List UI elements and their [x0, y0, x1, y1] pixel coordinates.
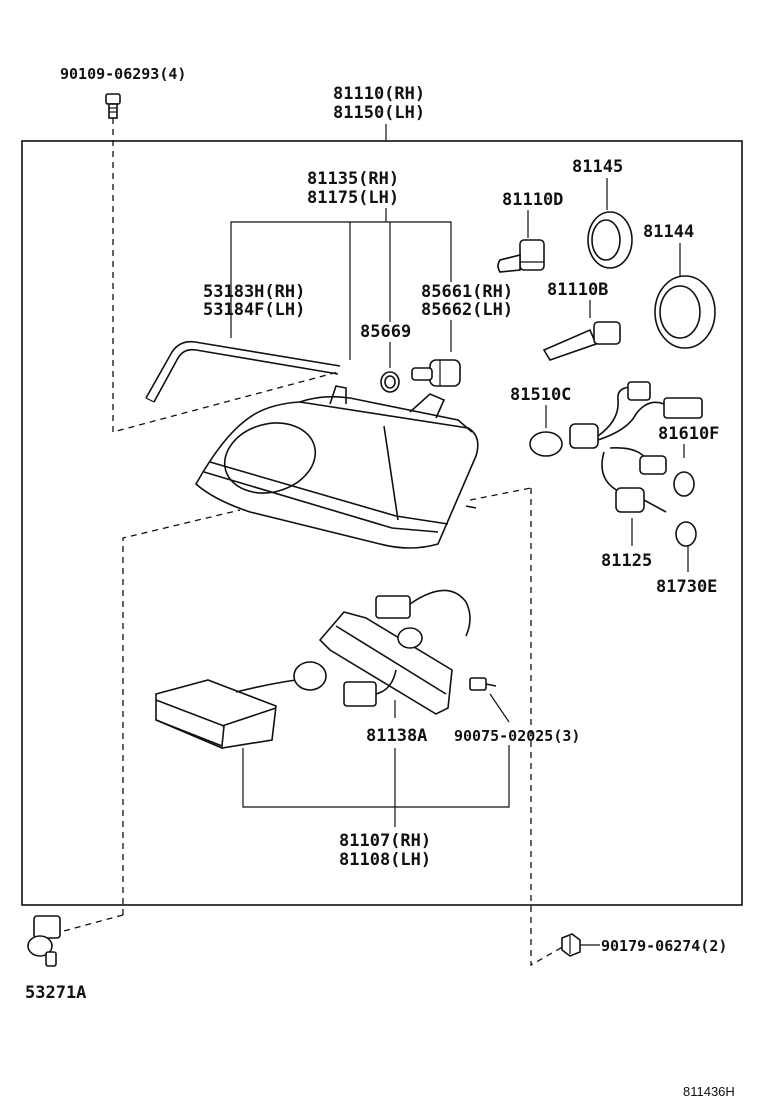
screw-90075-icon[interactable] — [469, 677, 497, 691]
label-bolt-top[interactable]: 90109-06293(4) — [60, 65, 186, 83]
label-bulb-e[interactable]: 81730E — [656, 577, 717, 597]
socket-harness-icon[interactable] — [569, 381, 703, 513]
socket-85661-icon[interactable] — [411, 359, 461, 387]
label-socket-rh[interactable]: 85661(RH) — [421, 282, 513, 302]
label-bulb-c[interactable]: 81510C — [510, 385, 571, 405]
leader-lines — [230, 124, 689, 946]
cap-81145-icon[interactable] — [587, 211, 633, 269]
bolt-top-icon[interactable] — [105, 93, 121, 119]
label-ring-85669[interactable]: 85669 — [360, 322, 411, 342]
label-cap-81144[interactable]: 81144 — [643, 222, 694, 242]
bulb-81110b-icon[interactable] — [542, 321, 621, 361]
label-headlamp-lh[interactable]: 81150(LH) — [333, 103, 425, 123]
label-screw-mid[interactable]: 90075-02025(3) — [454, 727, 580, 745]
assembly-frame — [21, 140, 743, 906]
bulb-81110d-icon[interactable] — [497, 239, 545, 273]
ring-icon[interactable] — [380, 371, 400, 393]
label-socket-81125[interactable]: 81125 — [601, 551, 652, 571]
label-headlamp-rh[interactable]: 81110(RH) — [333, 84, 425, 104]
headlamp-housing-icon[interactable] — [194, 385, 479, 549]
label-bracket-a[interactable]: 81138A — [366, 726, 427, 746]
label-computer-rh[interactable]: 81107(RH) — [339, 831, 431, 851]
label-bulb-b[interactable]: 81110B — [547, 280, 608, 300]
label-bulb-f[interactable]: 81610F — [658, 424, 719, 444]
clip-53271a-icon[interactable] — [27, 915, 61, 967]
label-seal-rh[interactable]: 53183H(RH) — [203, 282, 305, 302]
bracket-81138a-icon[interactable] — [318, 589, 471, 715]
label-computer-lh[interactable]: 81108(LH) — [339, 850, 431, 870]
label-cap-81145[interactable]: 81145 — [572, 157, 623, 177]
bulb-81730e-icon[interactable] — [675, 521, 697, 547]
label-nut-bottom[interactable]: 90179-06274(2) — [601, 937, 727, 955]
diagram-code: 811436H — [683, 1084, 735, 1099]
label-lens-rh[interactable]: 81135(RH) — [307, 169, 399, 189]
label-socket-lh[interactable]: 85662(LH) — [421, 300, 513, 320]
cap-81144-icon[interactable] — [654, 275, 716, 349]
dashed-guides — [59, 118, 567, 967]
label-seal-lh[interactable]: 53184F(LH) — [203, 300, 305, 320]
nut-90179-icon[interactable] — [561, 933, 581, 957]
label-bulb-d[interactable]: 81110D — [502, 190, 563, 210]
label-clip-53271a[interactable]: 53271A — [25, 983, 86, 1003]
computer-81107-icon[interactable] — [155, 661, 327, 749]
bulb-81610f-icon[interactable] — [673, 471, 695, 497]
bulb-81510c-icon[interactable] — [529, 431, 563, 457]
label-lens-lh[interactable]: 81175(LH) — [307, 188, 399, 208]
seal-strip-icon[interactable] — [145, 340, 341, 403]
